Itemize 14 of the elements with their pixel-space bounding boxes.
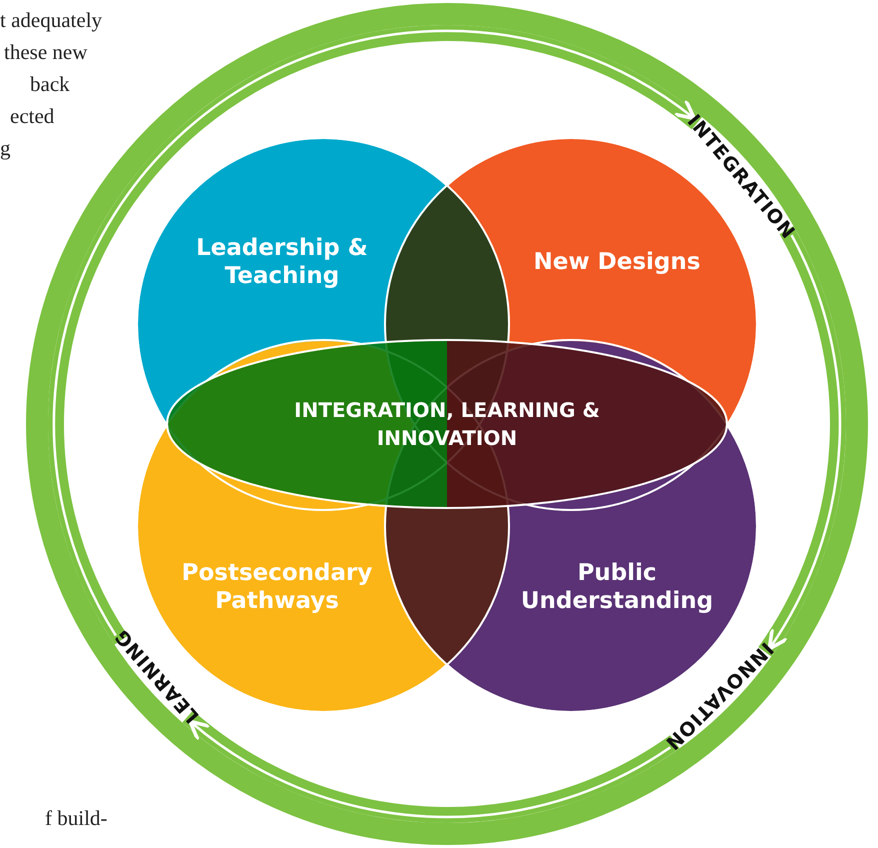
text-fragment: t adequately	[0, 8, 102, 33]
text-fragment: these new	[4, 40, 88, 65]
circle-label: Postsecondary Pathways	[180, 559, 374, 615]
cycle-arrow	[768, 234, 842, 651]
cycle-arrow	[53, 30, 696, 636]
text-fragment: g	[0, 136, 10, 161]
text-fragment: f build-	[45, 806, 108, 831]
circle-label: New Designs	[532, 248, 702, 276]
circle-label: Public Understanding	[520, 559, 714, 615]
circle-label: Leadership & Teaching	[195, 234, 369, 290]
center-label: INTEGRATION, LEARNING & INNOVATION	[293, 397, 601, 452]
text-fragment: ected	[10, 104, 54, 129]
text-fragment: back	[30, 72, 70, 97]
cycle-arrow	[188, 720, 671, 818]
